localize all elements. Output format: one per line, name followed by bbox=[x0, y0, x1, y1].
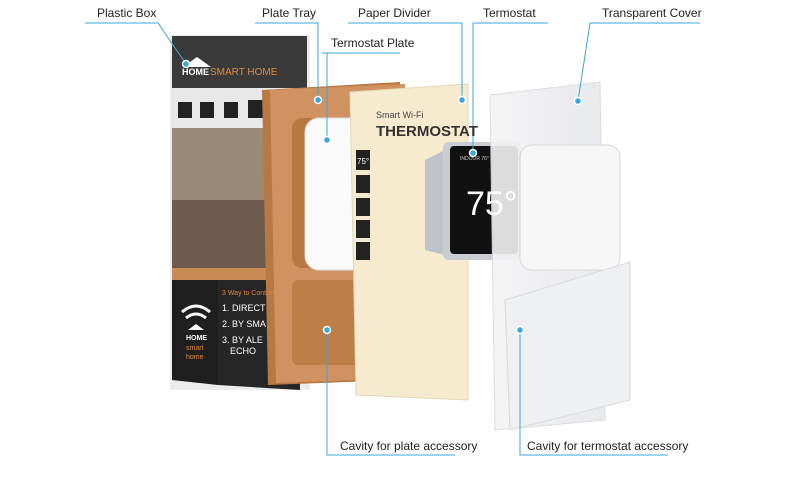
label-cavity-termostat: Cavity for termostat accessory bbox=[527, 439, 689, 453]
box-item: 2. BY SMA bbox=[222, 319, 266, 329]
label-paper-divider: Paper Divider bbox=[358, 6, 431, 20]
box-logo: HOME bbox=[182, 67, 209, 77]
label-plate-tray: Plate Tray bbox=[262, 6, 317, 20]
box-control-title: 3 Way to Control bbox=[222, 290, 274, 297]
label-plastic-box: Plastic Box bbox=[97, 6, 157, 20]
divider-title: THERMOSTAT bbox=[376, 123, 478, 140]
label-cavity-plate: Cavity for plate accessory bbox=[340, 439, 478, 453]
transparent-cover bbox=[489, 81, 631, 431]
box-side-brand: home bbox=[186, 354, 204, 361]
divider-temp: 75° bbox=[357, 157, 369, 166]
thermostat-mode: INDOOR 76° bbox=[460, 156, 489, 162]
box-item: 3. BY ALE bbox=[222, 335, 263, 345]
thermostat-temp: 75° bbox=[466, 185, 517, 223]
callout-lines bbox=[85, 22, 700, 456]
box-brand: SMART HOME bbox=[210, 67, 278, 78]
label-termostat-plate: Termostat Plate bbox=[331, 36, 415, 50]
callout-dots bbox=[181, 59, 583, 335]
label-termostat: Termostat bbox=[483, 6, 536, 20]
divider-subtitle: Smart Wi-Fi bbox=[376, 110, 424, 120]
box-item: 1. DIRECT bbox=[222, 303, 266, 313]
label-transparent-cover: Transparent Cover bbox=[602, 6, 702, 20]
box-side-logo: HOME bbox=[186, 335, 207, 342]
box-item: ECHO bbox=[230, 346, 256, 356]
box-side-brand: smart bbox=[186, 345, 204, 352]
